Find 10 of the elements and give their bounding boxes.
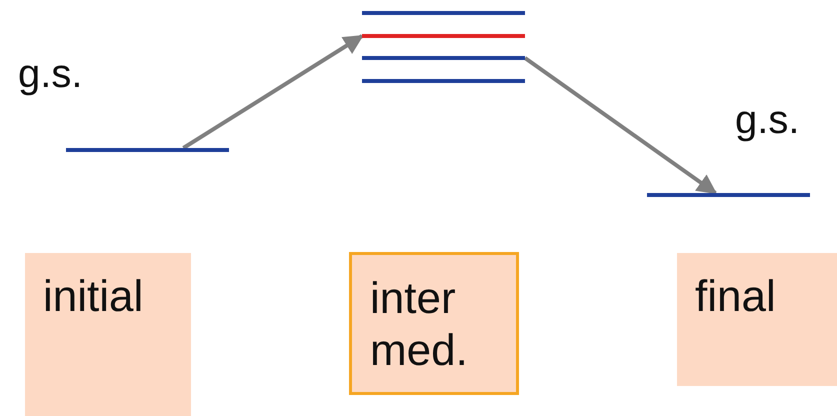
state-label: g.s. [18,52,82,96]
state-label: final [695,271,776,323]
state-box [25,253,191,416]
arrow [524,56,718,195]
state-label: inter med. [370,273,469,377]
state-box [677,253,837,386]
arrow [182,34,364,150]
state-label: g.s. [735,98,800,142]
state-box [349,252,519,395]
state-label: initial [43,271,144,323]
